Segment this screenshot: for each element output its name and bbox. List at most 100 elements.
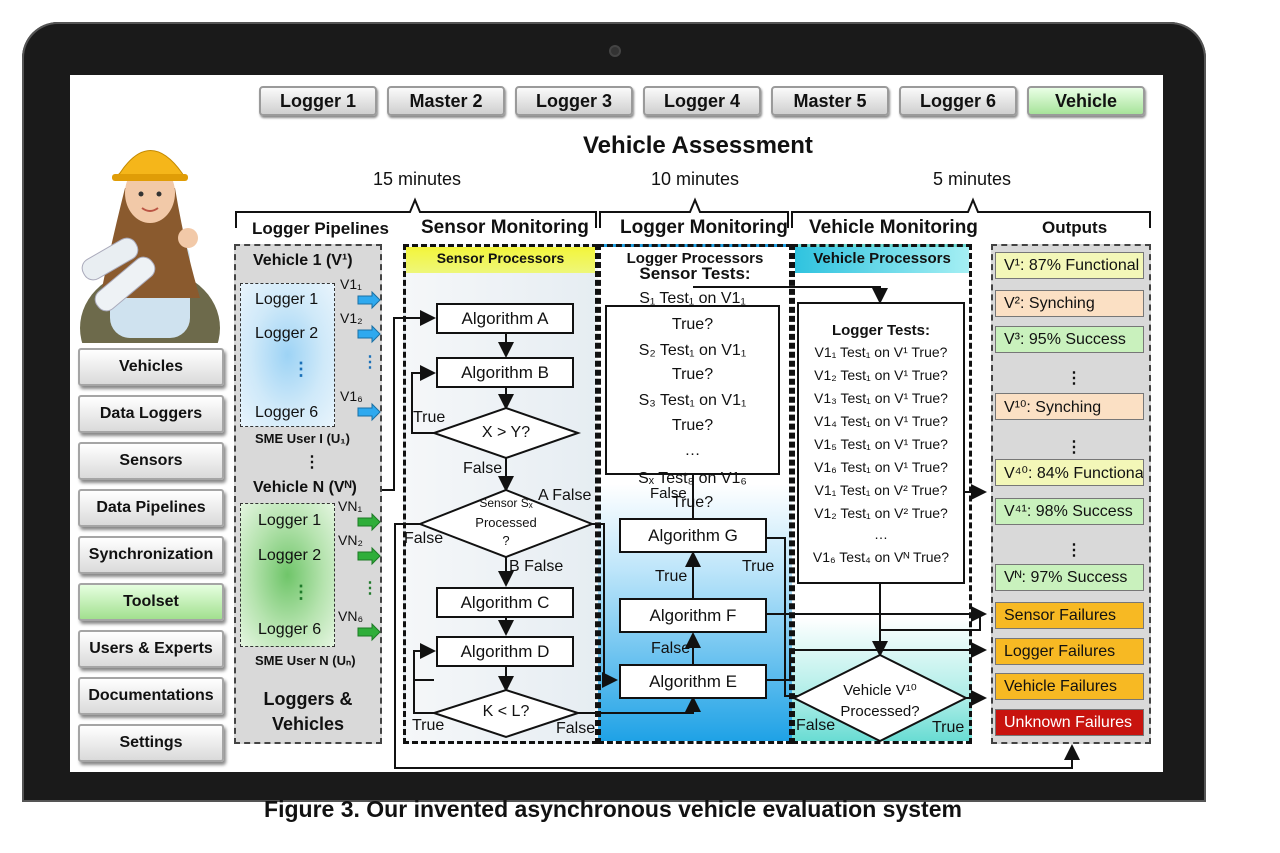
logger-test-line: V1₆ Test₁ on V¹ True? — [814, 459, 948, 475]
logger-group-2 — [240, 503, 335, 647]
logger-tests-box — [797, 302, 965, 584]
true-label: True — [413, 409, 446, 426]
sensor-test-line: S₁ Test₁ on V1₁ — [639, 290, 746, 307]
logger-test-line: V1₂ Test₁ on V¹ True? — [814, 367, 948, 383]
output-v3: V³: 95% Success — [995, 326, 1144, 353]
sensor-tests-box — [605, 305, 780, 475]
output-v40: V⁴⁰: 84% Functional — [995, 459, 1144, 486]
logger-test-line: … — [874, 526, 888, 542]
tab-logger-3[interactable]: Logger 3 — [515, 86, 633, 116]
false-label: False — [796, 717, 836, 734]
sensor-test-line: True? — [671, 366, 714, 383]
sensor-processors-band — [406, 247, 595, 273]
vehicle-processors-band — [795, 247, 969, 273]
true-label: True — [932, 719, 965, 736]
algorithm-c-box[interactable]: Algorithm C — [436, 587, 574, 618]
sidebar-sensors[interactable]: Sensors — [78, 442, 224, 480]
vehicle-1-label: Vehicle 1 (V¹) — [253, 252, 353, 269]
sensor-test-line: True? — [671, 417, 714, 434]
b-false-label: B False — [509, 558, 564, 575]
sidebar-documentations[interactable]: Documentations — [78, 677, 224, 715]
logger-1-label: Logger 1 — [258, 512, 322, 529]
output-ellipsis: ⋮ — [1066, 439, 1082, 456]
false-label: False — [556, 720, 596, 737]
true-label: True — [412, 717, 445, 734]
sensor-processed-line-3: ? — [502, 533, 510, 548]
sidebar-settings[interactable]: Settings — [78, 724, 224, 762]
output-v2: V²: Synching — [995, 290, 1144, 317]
false-label: False — [650, 485, 687, 502]
algorithm-a-box[interactable]: Algorithm A — [436, 303, 574, 334]
sidebar-data-loggers[interactable]: Data Loggers — [78, 395, 224, 433]
outputs-panel — [991, 244, 1151, 744]
logger-test-line: V1₄ Test₁ on V¹ True? — [814, 413, 948, 429]
ellipsis-label: ⋮ — [292, 582, 310, 602]
output-vehicle-failures: Vehicle Failures — [995, 673, 1144, 700]
logger-group-1 — [240, 283, 335, 427]
arrow-label-v1-1: V1₁ — [340, 276, 362, 292]
sidebar-synchronization[interactable]: Synchronization — [78, 536, 224, 574]
arrow-label-vn-6: VN₆ — [338, 608, 364, 624]
tab-logger-1[interactable]: Logger 1 — [259, 86, 377, 116]
output-sensor-failures: Sensor Failures — [995, 602, 1144, 629]
section-logger-pipelines: Logger Pipelines — [252, 219, 389, 238]
vehicle-processed-line-1: Vehicle V¹⁰ — [843, 682, 917, 699]
sme-user-1-label: SME User I (U₁) — [255, 431, 350, 446]
logger-test-line: V1₁ Test₁ on V¹ True? — [814, 344, 948, 360]
algorithm-d-box[interactable]: Algorithm D — [436, 636, 574, 667]
tab-master-2[interactable]: Master 2 — [387, 86, 505, 116]
duration-3: 5 minutes — [933, 169, 1012, 189]
true-label: True — [742, 558, 775, 575]
sme-user-n-label: SME User N (Uₙ) — [255, 653, 356, 668]
output-ellipsis: ⋮ — [1066, 370, 1082, 387]
algorithm-e-box[interactable]: Algorithm E — [619, 664, 767, 699]
sensor-processors-header: Sensor Processors — [436, 250, 565, 266]
ellipsis-label: ⋮ — [292, 359, 310, 379]
sidebar-toolset[interactable]: Toolset — [78, 583, 224, 621]
arrow-label-vn-2: VN₂ — [338, 532, 363, 548]
engineer-avatar — [80, 150, 220, 343]
output-v1: V¹: 87% Functional — [995, 252, 1144, 279]
section-vehicle-monitoring: Vehicle Monitoring — [809, 217, 978, 238]
logger-test-line: V1₁ Test₁ on V² True? — [814, 482, 948, 498]
algorithm-f-box[interactable]: Algorithm F — [619, 598, 767, 633]
sidebar-data-pipelines[interactable]: Data Pipelines — [78, 489, 224, 527]
sidebar-vehicles[interactable]: Vehicles — [78, 348, 224, 386]
logger-test-line: V1₂ Test₁ on V² True? — [814, 505, 948, 521]
sensor-test-line: … — [684, 442, 701, 459]
algorithm-b-box[interactable]: Algorithm B — [436, 357, 574, 388]
sensor-processed-line-2: Processed — [475, 515, 537, 530]
output-unknown-failures: Unknown Failures — [995, 709, 1144, 736]
output-logger-failures: Logger Failures — [995, 638, 1144, 665]
tab-logger-6[interactable]: Logger 6 — [899, 86, 1017, 116]
vehicle-n-label: Vehicle N (Vᴺ) — [253, 479, 357, 496]
output-v41: V⁴¹: 98% Success — [995, 498, 1144, 525]
sidebar-users-experts[interactable]: Users & Experts — [78, 630, 224, 668]
figure-caption: Figure 3. Our invented asynchronous vehi… — [264, 796, 962, 822]
sensor-test-line: S₃ Test₁ on V1₁ — [638, 392, 747, 409]
logger-test-line: V1₅ Test₁ on V¹ True? — [814, 436, 948, 452]
logger-test-line: V1₆ Test₄ on Vᴺ True? — [812, 549, 950, 565]
false-label: False — [404, 530, 444, 547]
condition-k-lt-l: K < L? — [482, 703, 530, 720]
condition-x-gt-y: X > Y? — [481, 424, 531, 441]
section-logger-monitoring: Logger Monitoring — [620, 217, 788, 238]
logger-6-label: Logger 6 — [255, 404, 319, 421]
output-vn: Vᴺ: 97% Success — [995, 564, 1144, 591]
algorithm-g-box[interactable]: Algorithm G — [619, 518, 767, 553]
arrow-ellipsis: ⋮ — [362, 354, 378, 371]
logger-test-line: V1₃ Test₁ on V¹ True? — [814, 390, 948, 406]
duration-1: 15 minutes — [373, 169, 462, 189]
sensor-processed-line-1: Sensor Sₓ — [479, 496, 533, 510]
arrow-ellipsis: ⋮ — [362, 580, 378, 597]
vehicle-processed-line-2: Processed? — [840, 703, 920, 720]
arrow-label-vn-1: VN₁ — [338, 498, 363, 514]
logger-6-label: Logger 6 — [258, 621, 322, 638]
webcam-icon — [611, 47, 619, 55]
arrow-label-v1-2: V1₂ — [340, 310, 363, 326]
tab-vehicle[interactable]: Vehicle — [1027, 86, 1145, 116]
false-label: False — [651, 640, 691, 657]
tab-master-5[interactable]: Master 5 — [771, 86, 889, 116]
tab-logger-4[interactable]: Logger 4 — [643, 86, 761, 116]
page-title: Vehicle Assessment — [583, 132, 813, 159]
